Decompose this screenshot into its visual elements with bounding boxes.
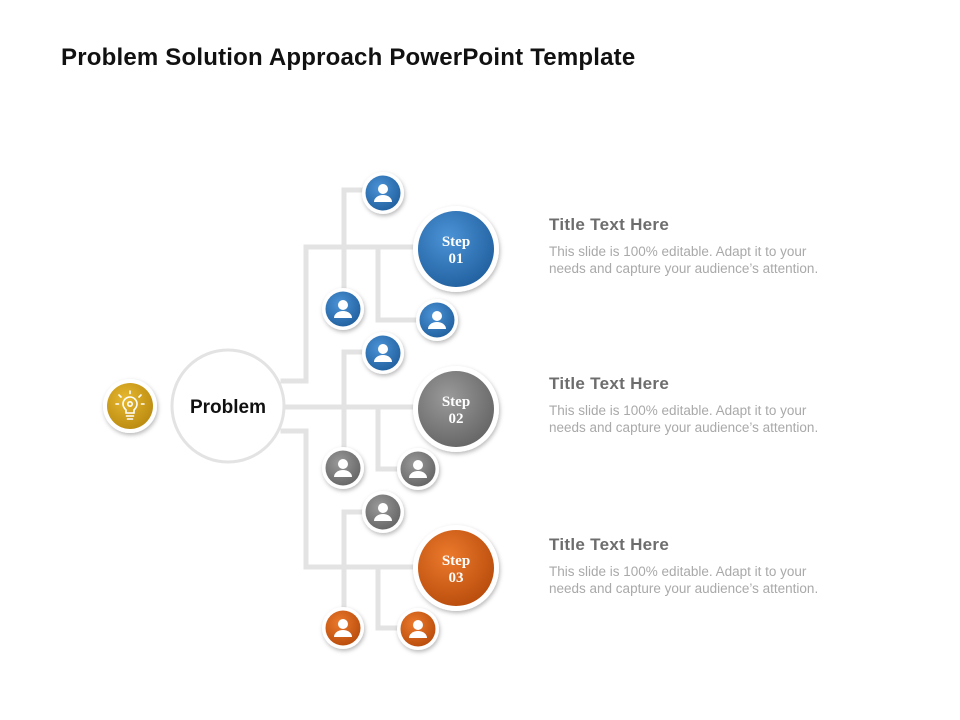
person-icon [416,299,458,341]
step-title: Title Text Here [549,215,670,234]
connector-g1-c [375,244,419,323]
connector-g3-a [341,509,365,570]
person-icon [322,288,364,330]
problem-node: Problem [170,348,286,464]
lightbulb-gear-icon [103,379,157,433]
person-icon [322,447,364,489]
connector-trunk-top [280,244,419,384]
step-label-word: Step [442,234,470,250]
connector-g1-a [341,187,365,250]
connector-trunk-bottom [280,428,419,570]
step-text-1: Title Text Here This slide is 100% edita… [549,215,849,277]
step-body: This slide is 100% editable. Adapt it to… [549,403,819,435]
step-label-number: 02 [449,411,464,427]
page-title: Problem Solution Approach PowerPoint Tem… [61,44,636,71]
problem-label: Problem [190,397,266,418]
step-text-2: Title Text Here This slide is 100% edita… [549,374,849,436]
person-icon [397,448,439,490]
step-label-word: Step [442,394,470,410]
step-body: This slide is 100% editable. Adapt it to… [549,564,819,596]
person-icon [397,608,439,650]
step-label-word: Step [442,553,470,569]
step-label-number: 01 [449,251,464,267]
step-label-number: 03 [449,570,464,586]
connector-g2-c [375,404,400,472]
person-icon [362,332,404,374]
step-text-3: Title Text Here This slide is 100% edita… [549,535,849,597]
connector-g2-a [341,349,365,410]
person-icon [362,491,404,533]
persons-layer [322,172,458,650]
person-icon [322,607,364,649]
step-title: Title Text Here [549,374,670,393]
connector-lines [280,187,419,631]
connector-g3-c [375,564,400,631]
step-title: Title Text Here [549,535,670,554]
person-icon [362,172,404,214]
step-body: This slide is 100% editable. Adapt it to… [549,244,819,276]
